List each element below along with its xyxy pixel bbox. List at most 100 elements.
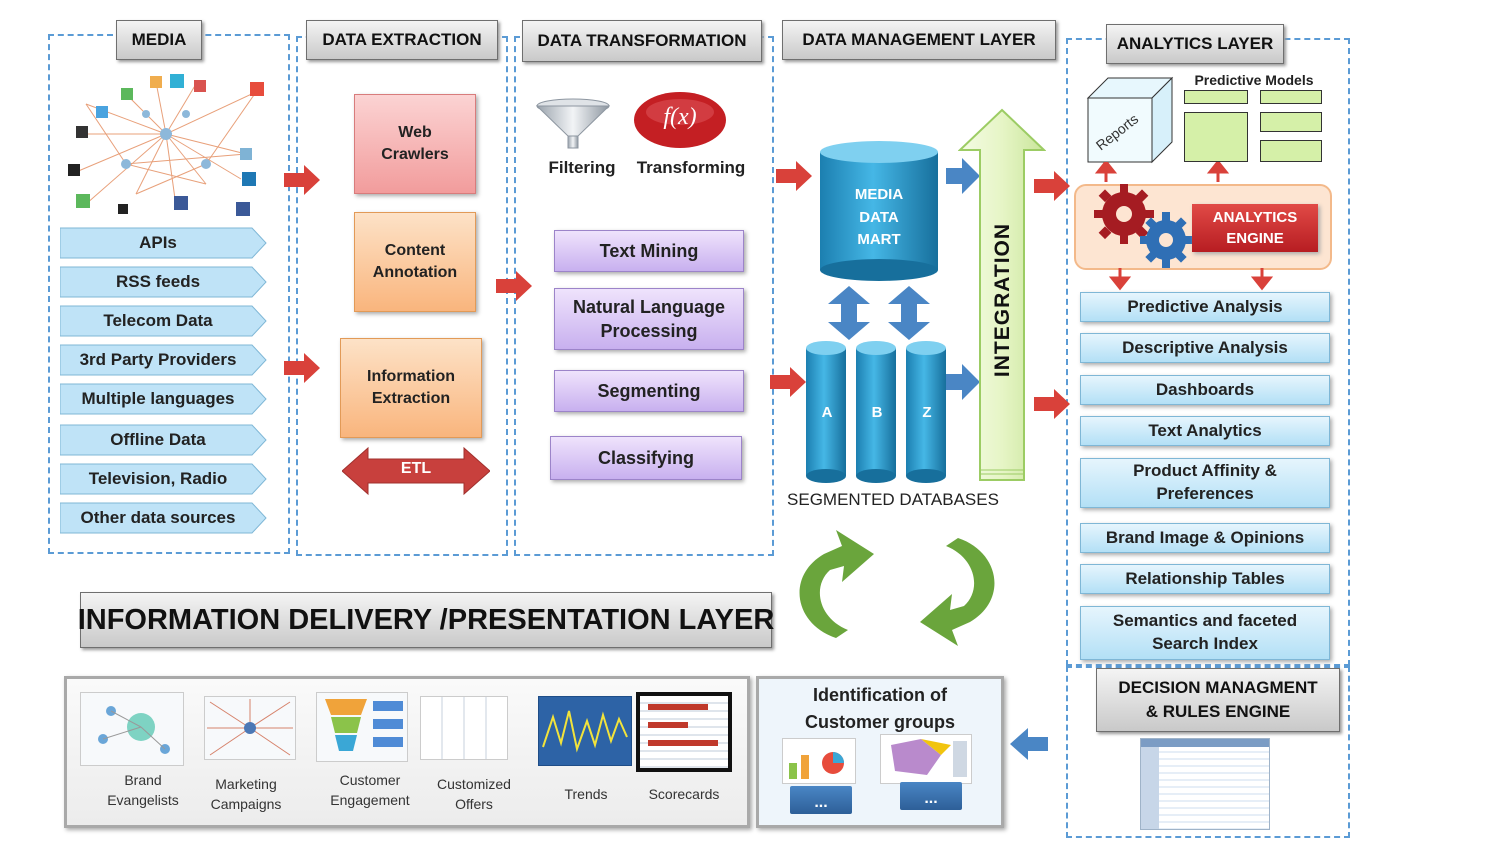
content-annotation-line2: Annotation <box>372 264 458 281</box>
mart-line1: MEDIA <box>854 186 904 203</box>
media-source-label: 3rd Party Providers <box>79 350 237 369</box>
media-data-mart-label: MEDIA DATA MART <box>818 184 940 252</box>
content-annotation-line1: Content <box>384 242 446 260</box>
media-source-3rd-party: 3rd Party Providers <box>60 343 268 377</box>
nlp-box: Natural Language Processing <box>554 288 744 350</box>
media-source-label: Offline Data <box>110 430 206 449</box>
engine-line2: ENGINE <box>1226 230 1284 247</box>
web-crawlers-box: Web Crawlers <box>354 94 476 194</box>
arrow-extraction-to-transformation <box>496 271 532 301</box>
label-line1: Customer <box>339 772 401 788</box>
customer-groups-line2: Customer groups <box>804 712 955 732</box>
text-analytics-box: Text Analytics <box>1080 416 1330 446</box>
media-source-languages: Multiple languages <box>60 382 268 416</box>
marketing-campaigns-thumbnail <box>204 696 296 760</box>
media-source-label: RSS feeds <box>115 272 201 291</box>
arrow-media-to-extraction-2 <box>284 353 320 383</box>
customized-offers-thumbnail <box>420 696 508 760</box>
arrow-databases-to-integration <box>946 364 980 400</box>
model-block <box>1260 90 1322 104</box>
semantics-search-box: Semantics and faceted Search Index <box>1080 606 1330 660</box>
function-icon-label: f(x) <box>663 104 697 130</box>
text-mining-box: Text Mining <box>554 230 744 272</box>
label-line2: Engagement <box>330 791 410 808</box>
delivery-header: INFORMATION DELIVERY /PRESENTATION LAYER <box>78 592 774 648</box>
gear-icon <box>1094 184 1192 268</box>
label-line2: Evangelists <box>107 791 179 808</box>
db-label-z: Z <box>922 404 932 421</box>
rules-engine-sidebar <box>1141 747 1159 829</box>
brand-evangelists-thumbnail <box>80 692 184 766</box>
arrow-management-to-analytics-1 <box>1034 171 1070 201</box>
media-data-mart-cylinder <box>820 141 938 281</box>
trends-label: Trends <box>564 786 608 802</box>
arrow-decision-to-groups <box>1010 728 1048 760</box>
rules-engine-thumbnail <box>1140 738 1270 830</box>
decision-header: DECISION MANAGMENT & RULES ENGINE <box>1096 668 1340 732</box>
trends-line-icon <box>542 710 628 753</box>
decision-header-line1: DECISION MANAGMENT <box>1118 678 1318 698</box>
transforming-label: Transforming <box>636 158 746 177</box>
information-extraction-line2: Extraction <box>371 390 451 407</box>
trends-thumbnail <box>538 696 632 766</box>
scorecards-bar <box>648 722 688 728</box>
web-crawlers-line1: Web <box>398 124 432 142</box>
filtering-label: Filtering <box>548 158 616 177</box>
segmenting-box: Segmenting <box>554 370 744 412</box>
engine-output-arrows <box>1094 162 1274 291</box>
campaigns-network-icon <box>207 699 293 756</box>
decision-header-line2: & RULES ENGINE <box>1145 702 1291 721</box>
etl-label: ETL <box>400 460 432 477</box>
arrow-media-to-extraction-1 <box>284 165 320 195</box>
customer-group-card-1: ... <box>790 786 852 814</box>
social-network-graphic <box>68 74 264 216</box>
cycle-arrows <box>799 530 995 646</box>
customer-groups-title: Identification of Customer groups <box>756 682 1004 736</box>
integration-arrow <box>958 108 1046 481</box>
media-source-label: Telecom Data <box>103 311 213 330</box>
descriptive-analysis-box: Descriptive Analysis <box>1080 333 1330 363</box>
management-header: DATA MANAGEMENT LAYER <box>782 20 1056 60</box>
media-source-label: Multiple languages <box>81 389 235 408</box>
customer-group-chart-2 <box>880 734 972 784</box>
model-block <box>1184 90 1248 104</box>
scorecards-label: Scorecards <box>648 786 720 802</box>
media-source-rss: RSS feeds <box>60 265 268 299</box>
arrow-transformation-to-mart <box>776 161 812 191</box>
segmented-databases-cylinders <box>806 341 946 483</box>
transformation-header: DATA TRANSFORMATION <box>522 20 762 62</box>
db-label-b: B <box>871 404 883 421</box>
customer-groups-line1: Identification of <box>813 685 947 705</box>
arrow-transformation-to-databases <box>770 367 806 397</box>
media-source-offline: Offline Data <box>60 423 268 457</box>
analytics-header: ANALYTICS LAYER <box>1106 24 1284 64</box>
etl-double-arrow <box>342 446 490 496</box>
predictive-analysis-box: Predictive Analysis <box>1080 292 1330 322</box>
media-source-apis: APIs <box>60 226 268 260</box>
model-block <box>1260 140 1322 162</box>
label-line2: Offers <box>455 795 493 812</box>
media-source-label: Other data sources <box>80 508 236 527</box>
customer-group-card-2: ... <box>900 782 962 810</box>
decision-frame <box>1066 666 1350 838</box>
model-block <box>1184 112 1248 162</box>
nlp-line1: Natural Language <box>572 296 726 317</box>
media-source-label: Television, Radio <box>88 469 228 488</box>
segmented-databases-label: SEGMENTED DATABASES <box>787 490 999 509</box>
integration-label: INTEGRATION <box>991 222 1014 378</box>
evangelists-diagram-icon <box>98 706 170 754</box>
funnel-icon <box>536 98 610 149</box>
arrow-mart-to-integration <box>946 158 980 194</box>
media-header: MEDIA <box>116 20 202 60</box>
scorecards-bar <box>648 740 718 746</box>
engagement-funnel-icon <box>325 699 403 751</box>
predictive-models-label: Predictive Models <box>1194 72 1314 88</box>
classifying-box: Classifying <box>550 436 742 480</box>
engine-line1: ANALYTICS <box>1212 209 1298 226</box>
label-line1: Brand <box>124 772 162 788</box>
group-map-icon <box>891 739 967 777</box>
product-affinity-box: Product Affinity & Preferences <box>1080 458 1330 508</box>
web-crawlers-line2: Crawlers <box>381 146 449 163</box>
customer-group-chart-1 <box>782 738 856 784</box>
